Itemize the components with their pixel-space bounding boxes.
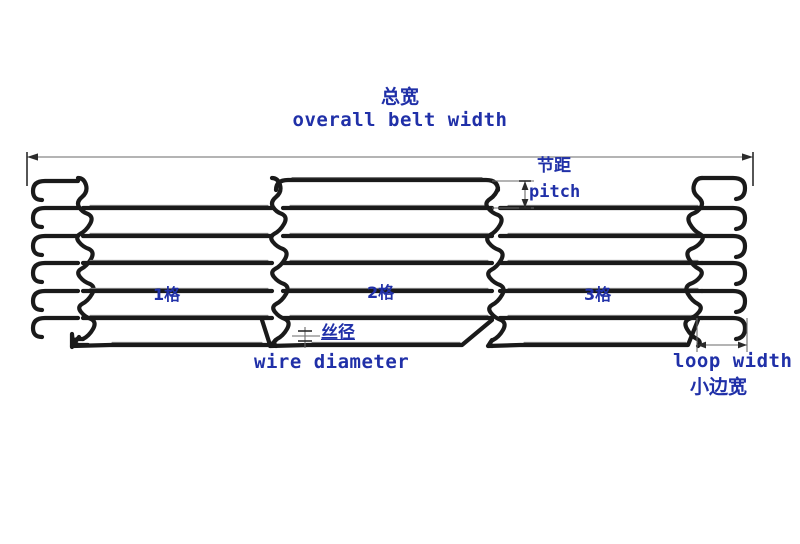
overall-width-label-en: overall belt width [292,109,508,131]
pitch-label-cn: 节距 [537,156,571,176]
overall-width-dimension [26,152,754,186]
cell-label-3: 3格 [584,285,612,304]
section-3-bottom-wrap [485,317,701,349]
wire-diameter-label-cn: 丝径 [321,323,355,343]
pitch-dimension [492,180,534,209]
left-connector-spine [75,175,97,342]
loop-width-label-en: loop width [673,350,793,372]
cell-label-2: 2格 [367,283,395,302]
overall-width-label-block: 总宽 overall belt width [200,82,600,131]
pitch-label-en: pitch [529,182,581,202]
overall-width-label-cn: 总宽 [380,86,419,108]
section-2-wires [273,177,501,321]
cell-label-1: 1格 [153,285,181,304]
wire-diameter-label-en: wire diameter [254,351,410,373]
section-1-bottom-wrap [69,317,273,350]
wire-diameter-dimension [292,327,320,348]
section-2-bottom-wrap [267,317,495,349]
section-1-wires [80,204,275,321]
loop-width-label-cn: 小边宽 [690,376,748,398]
loop-width-dimension [696,318,748,352]
right-edge-loops [699,175,748,342]
left-edge-loops [30,178,81,340]
